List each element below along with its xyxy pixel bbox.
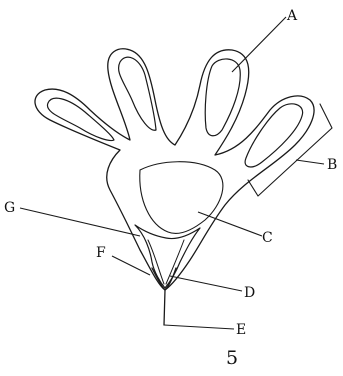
label-a: A (286, 8, 298, 24)
organism-outline (35, 49, 314, 290)
label-f: F (96, 245, 106, 261)
lobe-2 (119, 57, 156, 130)
figure-number: 5 (226, 347, 238, 369)
leader-b (296, 160, 324, 164)
lobe-3 (205, 59, 240, 136)
lobe-4 (245, 104, 303, 167)
leader-e (164, 325, 234, 329)
leader-d (170, 276, 242, 291)
label-d: D (244, 285, 255, 301)
label-b: B (327, 157, 337, 173)
basal-stalk (164, 290, 165, 325)
label-g: G (4, 200, 15, 216)
central-cavity (140, 162, 223, 234)
label-e: E (236, 322, 246, 338)
leader-a (232, 17, 286, 72)
label-c: C (262, 230, 273, 246)
